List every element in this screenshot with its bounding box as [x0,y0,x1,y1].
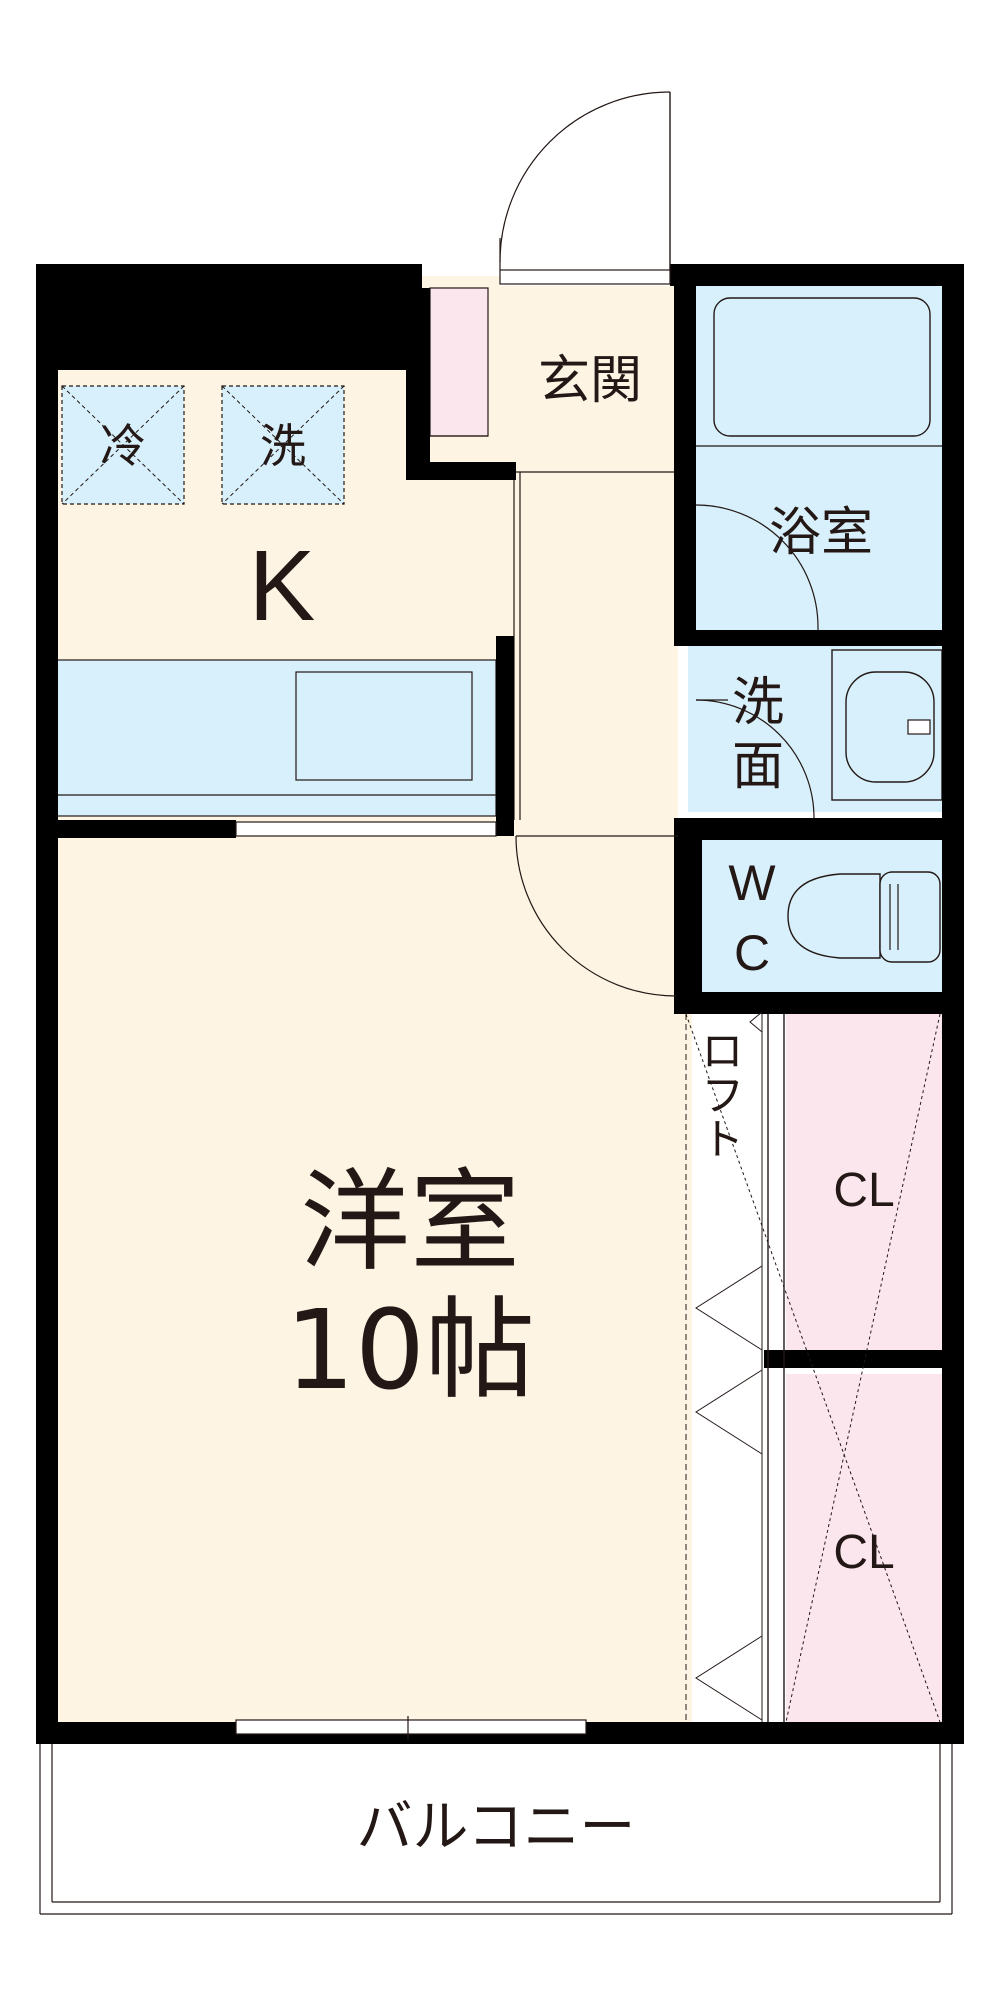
fridge-icon [61,385,185,505]
balcony-label: バルコニー [357,1795,636,1860]
washbasin-icon [831,649,943,801]
closet-lower-floor [786,1374,942,1724]
entrance-door [499,91,671,285]
washroom-door-swing [695,699,815,819]
bath-door-swing [695,504,819,628]
western-room-size: 10帖 [285,1286,535,1414]
sink-icon [295,671,473,781]
western-room-floor [52,836,692,1724]
room-door [515,835,678,997]
loft-ladder [685,1011,941,1723]
bath-label: 浴室 [769,503,873,563]
washer-label: 洗 [260,419,306,473]
balcony-window [235,1716,587,1740]
wc-label-2: C [734,925,770,981]
washroom-label-1: 洗 [732,673,784,733]
closet-upper-label: CL [833,1164,894,1217]
kitchen-label: K [249,530,316,642]
balcony [39,1744,953,1915]
western-room-label: 洋室 [300,1158,520,1286]
washroom-label-2: 面 [732,737,784,797]
closet-upper-floor [786,1014,942,1354]
entrance-storage [429,287,489,437]
loft-label: ロフト [693,1028,744,1160]
fridge-label: 冷 [100,419,146,473]
wc-label-1: W [728,855,776,911]
toilet-icon [787,871,941,963]
entrance-label: 玄関 [538,351,642,411]
washer-icon [221,385,345,505]
kitchen-window [235,821,497,837]
closet-lower-label: CL [833,1526,894,1579]
bathtub-icon [713,297,931,437]
